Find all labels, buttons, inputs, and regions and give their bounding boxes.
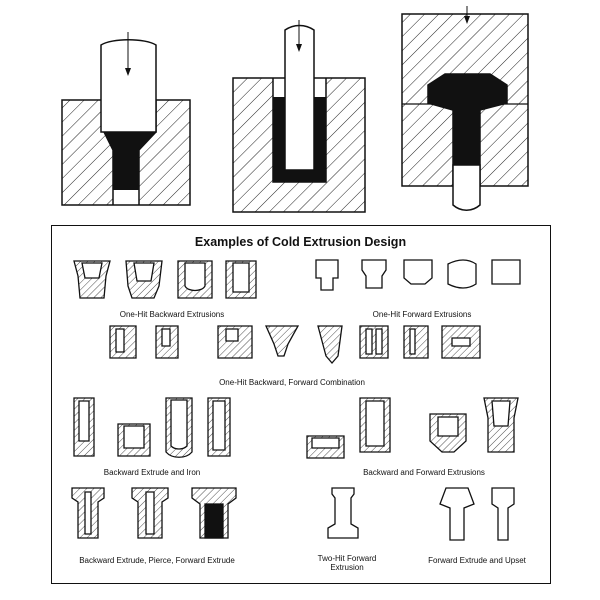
label-two-hit-forward-line1: Two-Hit Forward — [317, 554, 377, 563]
label-pierce-forward-extrude: Backward Extrude, Pierce, Forward Extrud… — [79, 556, 235, 565]
pierce-part-sketches — [71, 487, 237, 539]
label-two-hit-forward-line2: Extrusion — [330, 563, 364, 572]
punch — [284, 24, 315, 171]
backward-part-sketches — [73, 260, 257, 299]
label-one-hit-backward: One-Hit Backward Extrusions — [119, 310, 225, 319]
workpiece-head — [428, 74, 507, 165]
backward-forward-part-sketches — [306, 397, 519, 459]
label-one-hit-forward: One-Hit Forward Extrusions — [372, 310, 472, 319]
upset-heading-die — [401, 6, 529, 211]
label-backward-forward-combination: One-Hit Backward, Forward Combination — [219, 378, 365, 387]
ejector-pin — [452, 164, 481, 211]
cold-extrusion-examples-panel: Examples of Cold Extrusion Design — [51, 225, 551, 584]
forward-extrusion-die — [61, 32, 191, 206]
label-backward-forward-extrusions: Backward and Forward Extrusions — [363, 468, 485, 477]
extrusion-process-illustrations — [61, 6, 529, 213]
upset-part-sketches — [439, 487, 515, 541]
label-backward-extrude-iron: Backward Extrude and Iron — [103, 468, 201, 477]
workpiece — [104, 132, 156, 190]
iron-part-sketches — [73, 397, 231, 458]
punch — [100, 39, 157, 133]
label-forward-extrude-upset: Forward Extrude and Upset — [428, 556, 526, 565]
combination-part-sketches — [109, 325, 481, 364]
backward-extrusion-die — [232, 20, 366, 213]
part-sketches — [71, 259, 521, 541]
panel-title: Examples of Cold Extrusion Design — [194, 235, 407, 249]
forward-part-sketches — [315, 259, 521, 291]
workpiece-cup — [273, 97, 326, 182]
two-hit-part-sketch — [327, 487, 359, 539]
